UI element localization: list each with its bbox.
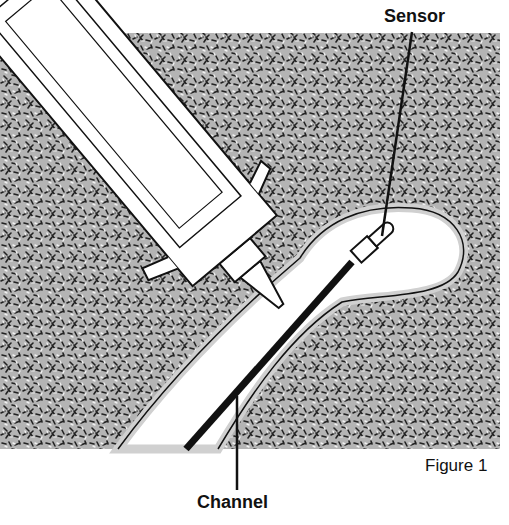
sensor-probe [351,219,397,263]
leader-line [382,32,412,236]
figure-caption: Figure 1 [425,456,487,476]
caulk-gun [0,0,342,361]
part-label: Sensor [384,6,445,27]
leader-line [236,396,239,490]
part-label: Channel [197,492,268,513]
